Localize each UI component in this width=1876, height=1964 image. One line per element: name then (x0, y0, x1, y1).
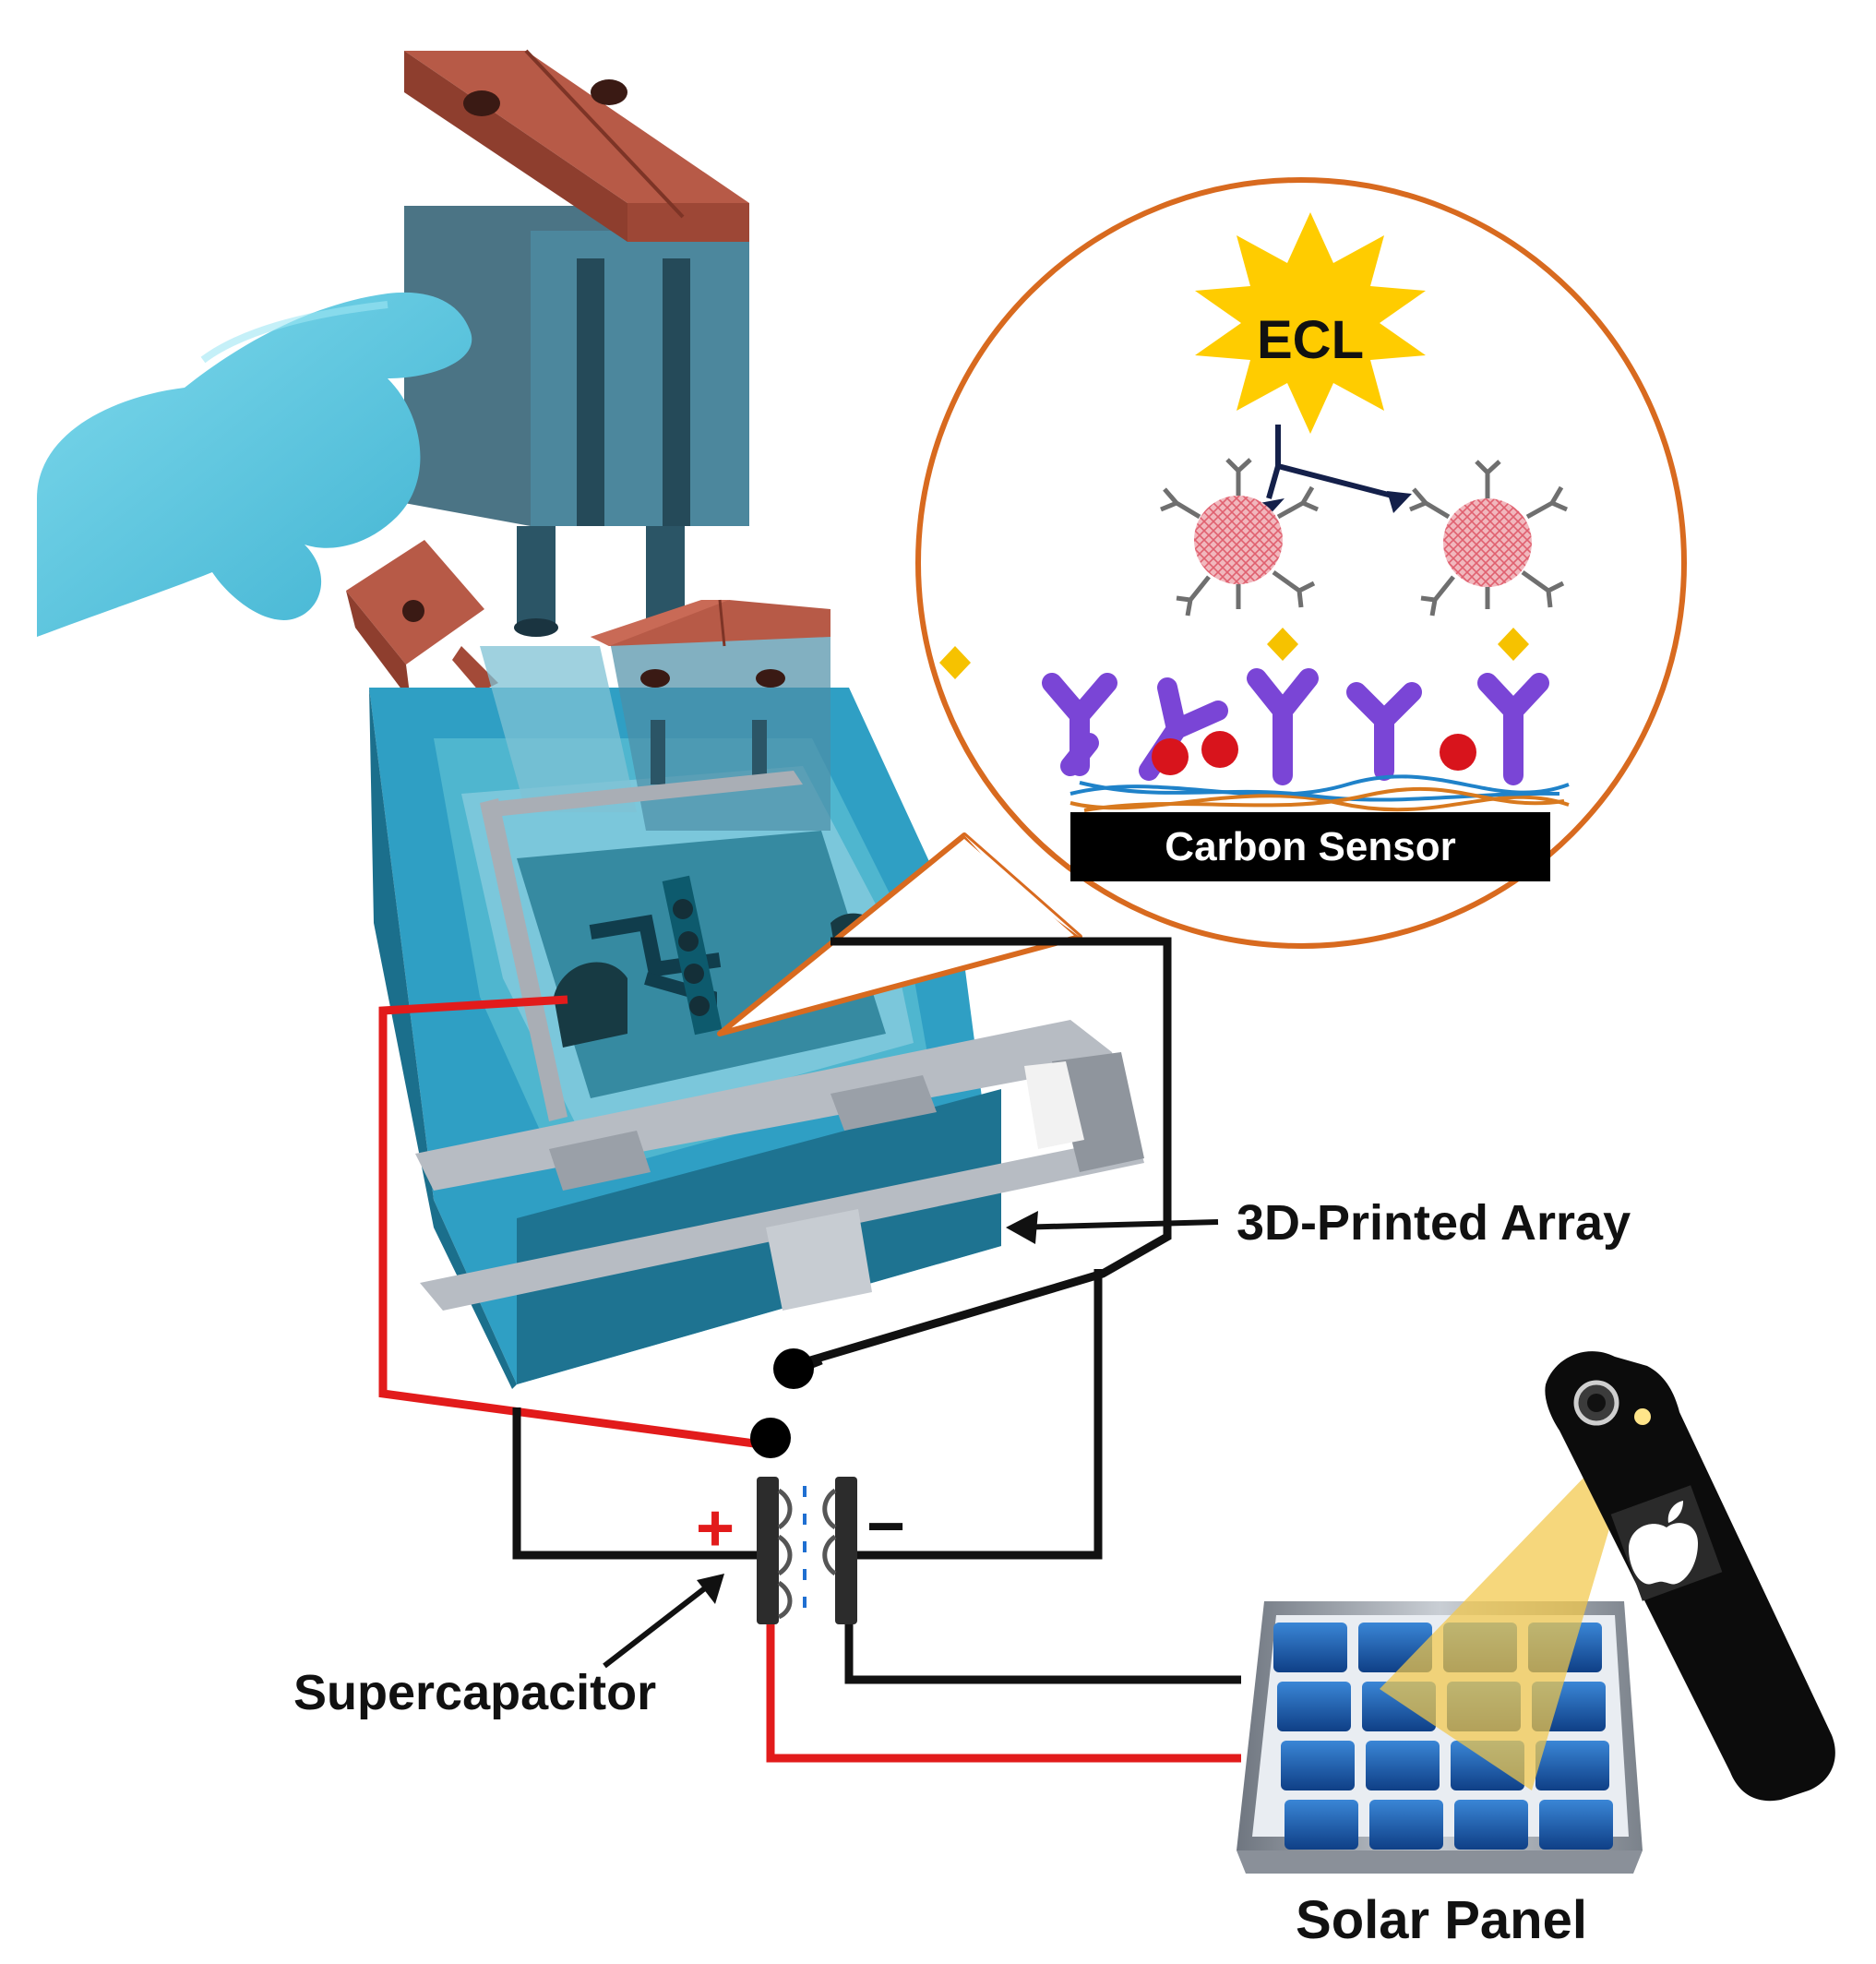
array-housing (369, 599, 1144, 1389)
solar-cell (1369, 1800, 1443, 1850)
supercapacitor-arrowhead (697, 1574, 724, 1604)
supercapacitor-pointer (603, 1585, 708, 1669)
reservoir-tower (404, 49, 749, 637)
supercapacitor-label: Supercapacitor (293, 1665, 656, 1720)
flash-light-cone (1380, 1417, 1643, 1790)
carbon-sensor-label: Carbon Sensor (1165, 824, 1455, 869)
solar-cell (1535, 1741, 1609, 1790)
solar-cell (1281, 1741, 1355, 1790)
solar-cell (1277, 1682, 1351, 1731)
blocking-spheres (1152, 731, 1476, 775)
solar-panel-label: Solar Panel (1296, 1890, 1587, 1950)
solar-cell (1539, 1800, 1613, 1850)
array-label: 3D-Printed Array (1237, 1195, 1631, 1251)
supercapacitor-icon: + − (696, 1477, 905, 1624)
solar-cell (1454, 1800, 1528, 1850)
zoom-callout (717, 177, 1687, 1036)
clamp-frame (415, 771, 1144, 1311)
nanoparticle-label-right (1409, 460, 1569, 617)
held-lid (346, 540, 498, 701)
carbon-sensor-bar: Carbon Sensor (1070, 812, 1550, 881)
nanoparticle-label-left (1160, 458, 1320, 617)
small-reservoirs (480, 599, 830, 831)
apple-logo-icon (1610, 1485, 1723, 1601)
analytes (939, 628, 1529, 679)
minus-sign: − (866, 1490, 905, 1563)
gloved-hand-icon (37, 292, 472, 637)
plus-sign: + (696, 1491, 735, 1565)
solar-cell (1273, 1623, 1347, 1672)
phone-icon (1545, 1351, 1835, 1802)
emission-arrows (1266, 425, 1404, 501)
ecl-burst: ECL (1195, 212, 1426, 434)
switch-terminals (750, 1348, 814, 1458)
capture-antibodies (1042, 668, 1549, 785)
carbon-sensor-chip (517, 831, 886, 1098)
ecl-label: ECL (1257, 310, 1364, 370)
array-pointer-arrowhead (1006, 1211, 1038, 1244)
solar-cell (1285, 1800, 1358, 1850)
circuit-wires (378, 937, 1241, 1763)
solar-cell (1366, 1741, 1440, 1790)
nanotube-layer (1069, 774, 1570, 812)
